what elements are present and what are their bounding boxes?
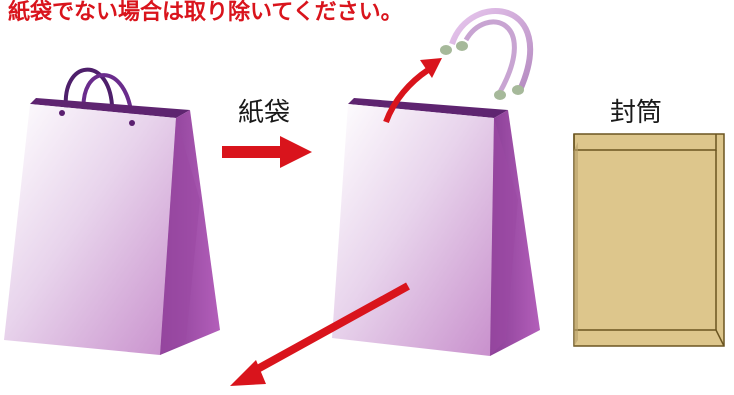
diagonal-arrow-down-left <box>230 282 410 386</box>
bag2-front-face <box>332 104 494 356</box>
curved-arrow-up <box>383 58 442 124</box>
bag1-handle-front <box>81 73 134 121</box>
removed-handles <box>440 8 534 100</box>
bag1-handle-knot-left <box>59 110 65 116</box>
bag2-side-fold <box>490 118 518 356</box>
envelope-body <box>573 133 725 347</box>
bag1-front-face <box>4 104 176 355</box>
envelope-flap <box>573 134 717 151</box>
bag1-side-fold <box>160 118 200 355</box>
bag1-top-rim <box>30 98 190 118</box>
bag1-handle-knot-right <box>129 120 135 126</box>
envelope-label: 封筒 <box>610 98 663 128</box>
envelope-bottom-fold <box>574 329 725 347</box>
paper-bag-without-handles <box>332 98 540 356</box>
right-arrow <box>222 136 312 168</box>
bag2-top-rim <box>348 98 508 118</box>
notice-text: 紙袋でない場合は取り除いてください。 <box>8 0 403 25</box>
envelope <box>573 133 725 347</box>
paper-bag-label: 紙袋 <box>238 98 291 128</box>
paper-bag-with-handles <box>4 67 220 355</box>
bag1-handle-back <box>63 67 114 109</box>
